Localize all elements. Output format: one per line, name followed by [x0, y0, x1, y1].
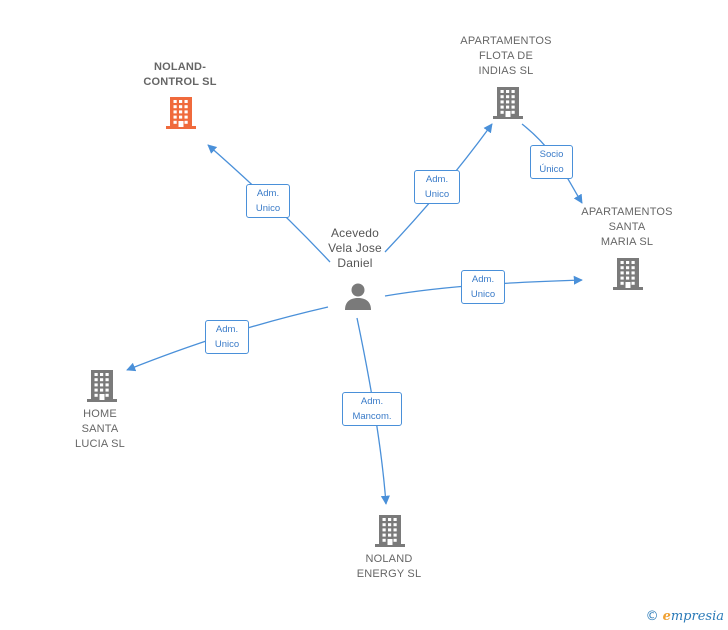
relation-label[interactable]: Adm. Unico: [246, 184, 290, 218]
company-label-noland-control[interactable]: NOLAND- CONTROL SL: [143, 61, 217, 88]
building-icon[interactable]: [374, 514, 406, 553]
person-name[interactable]: Acevedo Vela Jose Daniel: [328, 226, 382, 270]
company-label-noland-energy[interactable]: NOLAND ENERGY SL: [356, 553, 422, 580]
brand-name: mpresia: [670, 609, 724, 624]
brand-logo-letter: e: [662, 609, 671, 624]
building-icon[interactable]: [86, 369, 118, 408]
building-icon[interactable]: [612, 257, 644, 296]
copyright-symbol: ©: [645, 609, 659, 624]
company-label-apartamentos-flota[interactable]: APARTAMENTOS FLOTA DE INDIAS SL: [460, 35, 552, 77]
person-icon[interactable]: [343, 281, 373, 316]
building-icon[interactable]: [492, 86, 524, 125]
building-icon[interactable]: [165, 96, 197, 135]
empresia-brand[interactable]: ©empresia: [646, 609, 724, 624]
company-label-apartamentos-santa-maria[interactable]: APARTAMENTOS SANTA MARIA SL: [581, 206, 673, 248]
relation-label[interactable]: Socio Único: [530, 145, 573, 179]
relation-label[interactable]: Adm. Unico: [205, 320, 249, 354]
relation-label[interactable]: Adm. Mancom.: [342, 392, 402, 426]
relation-label[interactable]: Adm. Unico: [461, 270, 505, 304]
relation-label[interactable]: Adm. Unico: [414, 170, 460, 204]
company-label-home-santa-lucia[interactable]: HOME SANTA LUCIA SL: [75, 408, 125, 450]
